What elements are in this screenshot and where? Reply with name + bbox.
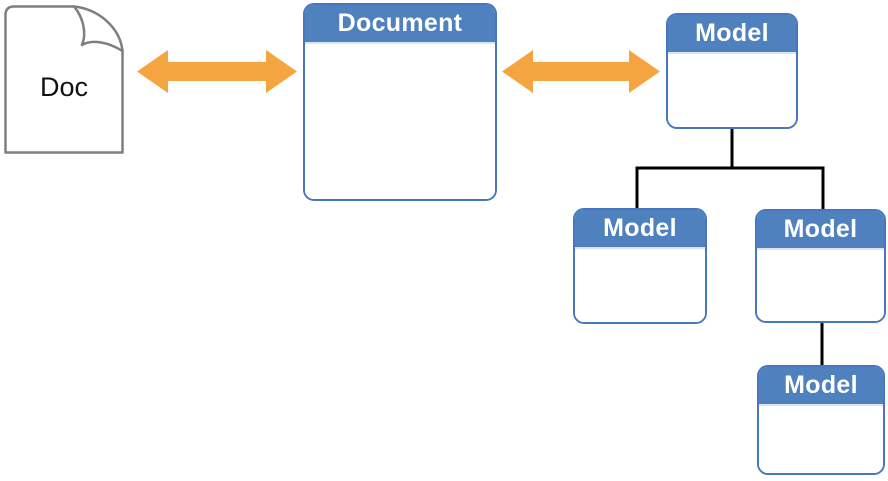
model-grandchild-box-title: Model — [759, 367, 883, 406]
model-root-box-body — [668, 54, 796, 127]
model-child-left-box-title: Model — [575, 210, 705, 249]
document-box: Document — [303, 3, 497, 201]
doc-file-icon — [4, 5, 124, 154]
model-grandchild-box: Model — [757, 365, 885, 475]
doc-file-fold-corner — [72, 5, 124, 53]
document-box-body — [305, 44, 495, 199]
model-child-right-box-body — [757, 250, 884, 321]
model-child-right-box-title: Model — [757, 211, 884, 250]
model-tree-connector-lines — [635, 128, 825, 366]
model-root-box: Model — [666, 13, 798, 129]
model-child-left-box: Model — [573, 208, 707, 324]
document-box-title: Document — [305, 5, 495, 44]
model-child-left-box-body — [575, 249, 705, 322]
model-child-right-box: Model — [755, 209, 886, 323]
model-grandchild-box-body — [759, 406, 883, 473]
doc-document-double-arrow-icon — [137, 50, 297, 93]
doc-file-label: Doc — [39, 72, 88, 102]
document-model-double-arrow-icon — [502, 50, 660, 93]
model-root-box-title: Model — [668, 15, 796, 54]
